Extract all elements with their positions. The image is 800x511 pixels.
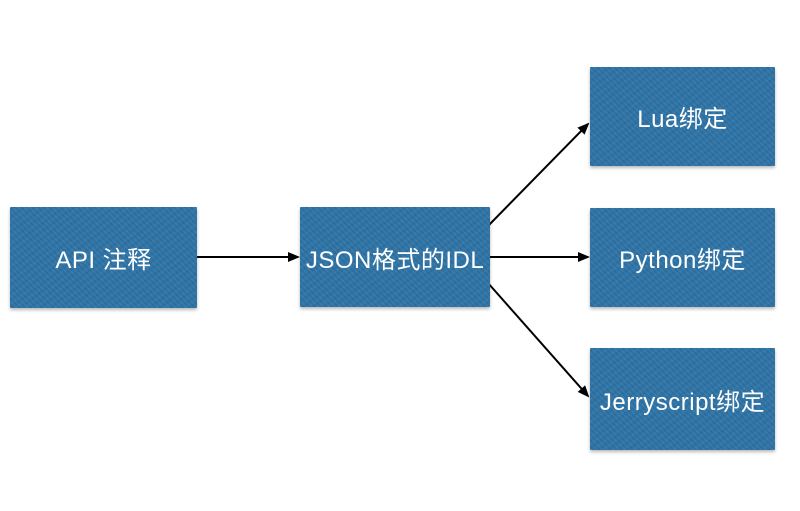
node-python-binding: Python绑定 (590, 208, 775, 307)
node-api-annotation: API 注释 (10, 207, 197, 308)
node-python-binding-label: Python绑定 (619, 247, 746, 274)
node-api-annotation-label: API 注释 (55, 247, 152, 274)
node-lua-binding: Lua绑定 (590, 67, 775, 166)
edge-json-to-lua (487, 122, 590, 227)
node-jerryscript-binding: Jerryscript绑定 (590, 348, 775, 450)
node-json-idl-label: JSON格式的IDL (305, 246, 485, 274)
node-jerryscript-binding-label: Jerryscript绑定 (599, 388, 766, 416)
edge-json-to-jerryscript (487, 282, 590, 398)
node-json-idl: JSON格式的IDL (300, 207, 490, 307)
node-lua-binding-label: Lua绑定 (637, 106, 728, 133)
